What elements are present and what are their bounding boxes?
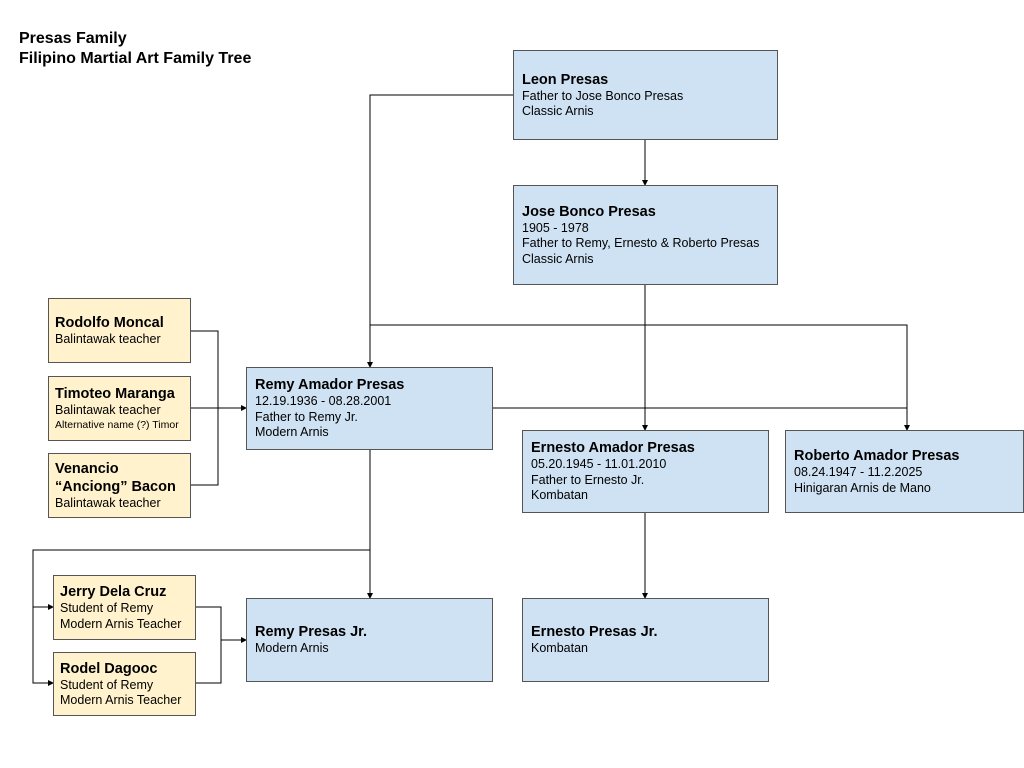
- diagram-title: Presas Family Filipino Martial Art Famil…: [19, 29, 251, 69]
- node-detail: Father to Remy Jr.: [255, 409, 358, 424]
- node-roberto-amador-presas: Roberto Amador Presas 08.24.1947 - 11.2.…: [785, 430, 1024, 513]
- node-role: Balintawak teacher: [55, 331, 161, 346]
- node-jose-bonco-presas: Jose Bonco Presas 1905 - 1978 Father to …: [513, 185, 778, 285]
- node-ernesto-amador-presas: Ernesto Amador Presas 05.20.1945 - 11.01…: [522, 430, 769, 513]
- node-ernesto-presas-jr: Ernesto Presas Jr. Kombatan: [522, 598, 769, 682]
- node-detail: Student of Remy: [60, 677, 154, 692]
- title-line-1: Presas Family: [19, 30, 127, 47]
- node-role: Balintawak teacher: [55, 402, 161, 417]
- node-style: Hinigaran Arnis de Mano: [794, 480, 931, 495]
- node-style: Modern Arnis: [255, 641, 329, 656]
- node-detail: Father to Jose Bonco Presas: [522, 88, 684, 103]
- node-rodolfo-moncal: Rodolfo Moncal Balintawak teacher: [48, 298, 191, 363]
- node-remy-amador-presas: Remy Amador Presas 12.19.1936 - 08.28.20…: [246, 367, 493, 450]
- node-dates: 05.20.1945 - 11.01.2010: [531, 457, 667, 472]
- node-name: Timoteo Maranga: [55, 385, 175, 402]
- connector-jose-roberto: [370, 324, 910, 431]
- node-style: Classic Arnis: [522, 251, 594, 266]
- node-name: Remy Amador Presas: [255, 377, 405, 394]
- node-alt-name: Alternative name (?) Timor: [55, 419, 179, 432]
- node-name: Leon Presas: [522, 71, 609, 88]
- node-rodel-dagooc: Rodel Dagooc Student of Remy Modern Arni…: [53, 652, 196, 716]
- node-name: Ernesto Presas Jr.: [531, 624, 658, 641]
- node-role: Modern Arnis Teacher: [60, 693, 182, 707]
- node-name-line-1: Venancio: [55, 460, 119, 477]
- node-style: Modern Arnis: [255, 425, 329, 440]
- node-jerry-dela-cruz: Jerry Dela Cruz Student of Remy Modern A…: [53, 575, 196, 640]
- node-name: Remy Presas Jr.: [255, 624, 368, 641]
- node-style: Kombatan: [531, 641, 588, 656]
- node-role: Modern Arnis Teacher: [60, 616, 182, 631]
- node-dates: 12.19.1936 - 08.28.2001: [255, 394, 392, 409]
- node-style: Classic Arnis: [522, 104, 594, 118]
- node-dates: 1905 - 1978: [522, 220, 589, 235]
- node-name: Rodolfo Moncal: [55, 314, 164, 331]
- node-name: Roberto Amador Presas: [794, 448, 960, 464]
- node-style: Kombatan: [531, 488, 588, 503]
- node-role: Balintawak teacher: [55, 495, 161, 510]
- node-timoteo-maranga: Timoteo Maranga Balintawak teacher Alter…: [48, 376, 191, 441]
- node-name: Ernesto Amador Presas: [531, 440, 695, 457]
- node-detail: Father to Remy, Ernesto & Roberto Presas: [522, 236, 760, 251]
- connector-students-remyjr: [196, 606, 222, 684]
- node-leon-presas: Leon Presas Father to Jose Bonco Presas …: [513, 50, 778, 140]
- node-detail: Father to Ernesto Jr.: [531, 472, 645, 487]
- node-dates: 08.24.1947 - 11.2.2025: [794, 465, 923, 479]
- node-name: Jose Bonco Presas: [522, 203, 656, 220]
- node-name: Jerry Dela Cruz: [60, 584, 167, 600]
- node-name: Rodel Dagooc: [60, 660, 158, 677]
- title-line-2: Filipino Martial Art Family Tree: [19, 50, 252, 67]
- node-remy-presas-jr: Remy Presas Jr. Modern Arnis: [246, 598, 493, 682]
- connector-leon-remy: [367, 94, 513, 368]
- node-detail: Student of Remy: [60, 601, 154, 615]
- node-name-line-2: “Anciong” Bacon: [55, 478, 176, 495]
- node-venancio-bacon: Venancio “Anciong” Bacon Balintawak teac…: [48, 453, 191, 518]
